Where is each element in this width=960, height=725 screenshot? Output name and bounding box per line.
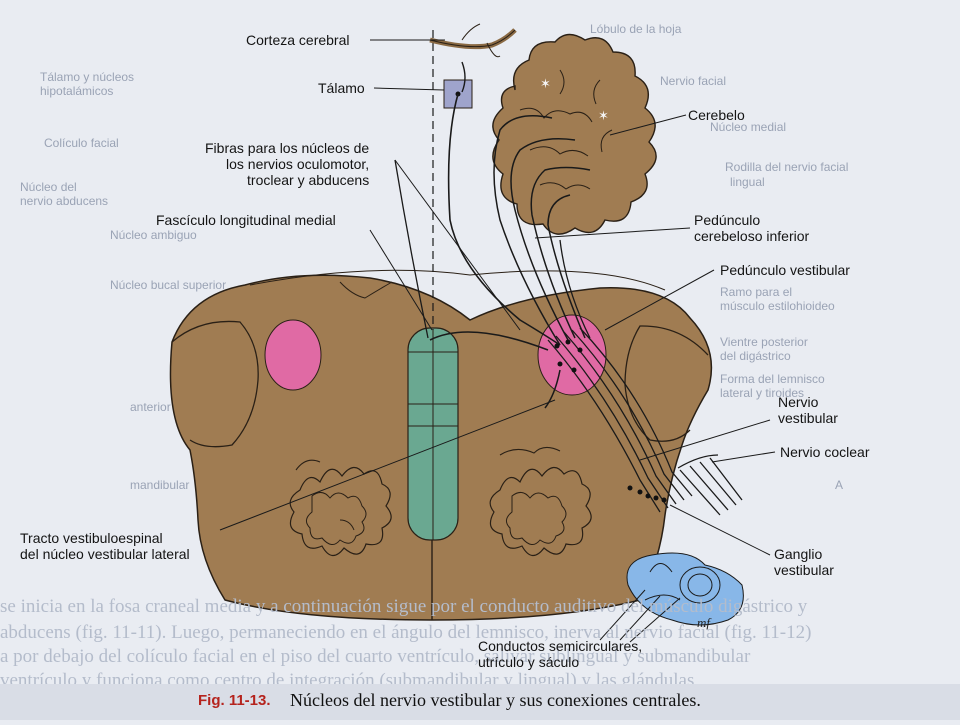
ghost-lingual: lingual: [730, 175, 765, 189]
inferior-olive-right: [489, 466, 592, 557]
ghost-body-line-1: se inicia en la fosa craneal media y a c…: [0, 596, 808, 617]
ghost-body-line-3: a por debajo del colículo facial en el p…: [0, 646, 751, 667]
svg-text:✶: ✶: [540, 77, 551, 92]
label-conductos-semicirculares: Conductos semicirculares,utrículo y sácu…: [478, 638, 643, 670]
vestibular-nucleus-left: [264, 319, 322, 391]
figure-title: Núcleos del nervio vestibular y sus cone…: [290, 690, 701, 710]
label-cerebelo: Cerebelo: [688, 107, 745, 123]
svg-text:✶: ✶: [598, 109, 609, 124]
ghost-nucleo-ambiguo: Núcleo ambiguo: [110, 228, 197, 242]
leader-lines: [219, 39, 776, 643]
ghost-medial: Núcleo medial: [710, 120, 787, 134]
label-corteza-cerebral: Corteza cerebral: [246, 32, 350, 48]
ghost-letter-a: A: [835, 478, 844, 492]
ghost-anterior: anterior: [130, 400, 171, 414]
label-nervio-coclear: Nervio coclear: [780, 444, 870, 460]
ghost-mandibular: mandibular: [130, 478, 190, 492]
cerebellum: ✶ ✶: [492, 33, 657, 235]
label-talamo: Tálamo: [318, 80, 365, 96]
caption-bar: [0, 684, 960, 720]
ghost-rodilla: Rodilla del nervio facial: [725, 160, 849, 174]
label-pedunculo-vestibular: Pedúnculo vestibular: [720, 262, 850, 278]
ghost-bucal-sup: Núcleo bucal superior: [110, 278, 227, 292]
ghost-coliculo: Colículo facial: [44, 136, 119, 150]
ghost-nervio-facial: Nervio facial: [660, 74, 727, 88]
label-fasciculo-longitudinal-medial: Fascículo longitudinal medial: [156, 212, 336, 228]
ghost-body-line-2: abducens (fig. 11-11). Luego, permanecie…: [0, 622, 812, 643]
inner-ear-labyrinth: [626, 552, 744, 626]
artist-signature: mf: [697, 615, 710, 630]
inferior-olive-left: [289, 466, 392, 557]
figure-number: Fig. 11-13.: [198, 692, 271, 709]
ghost-bucal-top: Lóbulo de la hoja: [590, 22, 682, 36]
